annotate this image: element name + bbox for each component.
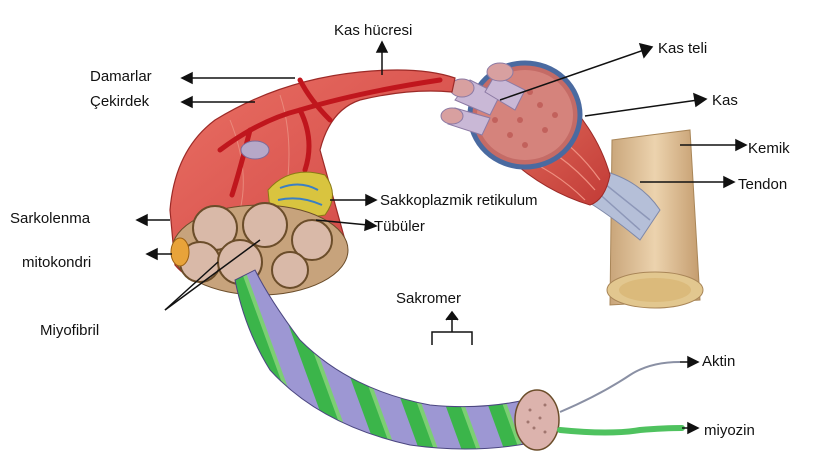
label-kas: Kas: [712, 92, 738, 109]
label-aktin: Aktin: [702, 353, 736, 370]
actin-filament: [559, 361, 681, 413]
label-sakkoplazmik-retikulum: Sakkoplazmik retikulum: [380, 192, 538, 209]
label-sakromer: Sakromer: [396, 290, 462, 307]
label-miyofibril: Miyofibril: [40, 322, 100, 339]
myofibril-tube: [234, 269, 560, 451]
label-kemik: Kemik: [748, 140, 790, 157]
mitochondrion: [170, 237, 190, 267]
label-sarkolenma: Sarkolenma: [10, 210, 91, 227]
sarcomere-bracket: [431, 310, 473, 345]
blood-vessels: [217, 77, 443, 198]
label-cekirdek: Çekirdek: [90, 93, 150, 110]
label-tendon: Tendon: [738, 176, 788, 193]
label-damarlar: Damarlar: [90, 68, 152, 85]
label-kas-teli: Kas teli: [658, 40, 708, 57]
label-kas-hucresi: Kas hücresi: [334, 22, 413, 39]
label-tubuler: Tübüler: [374, 218, 425, 235]
myosin-filament: [557, 425, 685, 436]
label-mitokondri: mitokondri: [22, 254, 92, 271]
label-arrows: [135, 40, 748, 435]
label-miyozin: miyozin: [704, 422, 755, 439]
nucleus: [240, 140, 270, 160]
muscle-fiber-bundles: [440, 62, 526, 136]
